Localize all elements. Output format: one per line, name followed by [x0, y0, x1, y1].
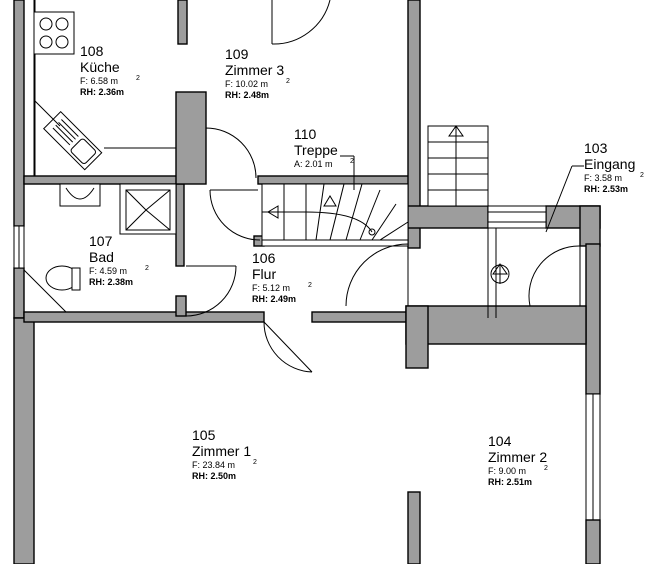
room-area: A: 2.01 m [294, 159, 333, 169]
area-unit-superscript: 2 [136, 75, 140, 82]
wall-kueche-zimmer3 [177, 0, 188, 45]
wall-outer-left-bottom [13, 317, 35, 564]
room-number: 105 [192, 427, 216, 443]
wall-outer-left-lower [13, 267, 25, 319]
room-number: 104 [488, 433, 512, 449]
area-unit-superscript: 2 [544, 465, 548, 472]
room-name: Küche [80, 59, 120, 75]
room-height: RH: 2.50m [192, 471, 236, 481]
entrance-frame [487, 205, 547, 229]
door-zimmer3 [271, 0, 331, 45]
wall-kueche-bad [23, 175, 181, 185]
door-eingang-flur [345, 243, 409, 307]
doors [185, 0, 581, 373]
eingang-leader-2 [545, 165, 573, 233]
door-zimmer1 [263, 321, 313, 373]
wall-zimmer3-right [407, 0, 421, 249]
wall-zimmer1-zimmer2 [407, 491, 421, 564]
stove-icon [33, 11, 75, 55]
area-unit-superscript: 2 [640, 172, 644, 179]
area-unit-superscript: 2 [145, 265, 149, 272]
wall-outer-right-bottom [585, 519, 601, 564]
room-height: RH: 2.48m [225, 90, 269, 100]
bathroom-fixtures [23, 183, 177, 313]
sink-icon [43, 111, 103, 171]
door-bad [185, 265, 237, 317]
door-flur-zimmer3 [205, 127, 257, 179]
room-name: Zimmer 1 [192, 443, 251, 459]
room-name: Zimmer 3 [225, 62, 284, 78]
area-unit-superscript: 2 [253, 459, 257, 466]
door-eingang [528, 245, 581, 307]
sink-bad-icon [59, 183, 101, 207]
stair-flight [261, 183, 409, 247]
wall-outer-left [13, 0, 25, 227]
room-number: 110 [294, 126, 317, 142]
room-area: F: 10.02 m [225, 79, 268, 89]
wall-outer-right [585, 243, 601, 395]
room-name: Eingang [584, 156, 635, 172]
wall-bad-flur [175, 183, 185, 267]
wall-zimmer1-top-left [23, 311, 265, 323]
room-height: RH: 2.51m [488, 477, 532, 487]
room-height: RH: 2.38m [89, 277, 133, 287]
room-area: F: 6.58 m [80, 76, 118, 86]
wall-pillar [175, 91, 207, 185]
room-number: 109 [225, 46, 249, 62]
room-area: F: 5.12 m [252, 283, 290, 293]
room-number: 106 [252, 250, 276, 266]
toilet-icon [45, 265, 81, 291]
stair-upper-landing [427, 125, 489, 207]
wall-stub-bad [175, 295, 187, 317]
room-number: 107 [89, 233, 113, 249]
room-height: RH: 2.53m [584, 184, 628, 194]
room-name: Flur [252, 266, 276, 282]
area-unit-superscript: 2 [286, 78, 290, 85]
room-area: F: 9.00 m [488, 466, 526, 476]
area-unit-superscript: 2 [350, 158, 354, 165]
entrance [487, 205, 547, 318]
room-number: 103 [584, 140, 608, 156]
stairs [261, 125, 489, 247]
kitchen-fixtures [33, 0, 176, 177]
room-number: 108 [80, 43, 104, 59]
room-name: Treppe [294, 142, 338, 158]
wall-zimmer2-left-top [405, 305, 429, 369]
wall-eingang-right [579, 205, 601, 247]
room-area: F: 3.58 m [584, 173, 622, 183]
room-height: RH: 2.36m [80, 87, 124, 97]
room-height: RH: 2.49m [252, 294, 296, 304]
room-area: F: 23.84 m [192, 460, 235, 470]
door-flur-treppe [209, 189, 261, 241]
room-name: Bad [89, 249, 114, 265]
room-area: F: 4.59 m [89, 266, 127, 276]
room-name: Zimmer 2 [488, 449, 547, 465]
wall-stair-right [407, 205, 489, 229]
kitchen-counter [33, 0, 36, 177]
area-unit-superscript: 2 [308, 282, 312, 289]
wall-zimmer3-treppe [257, 175, 419, 185]
